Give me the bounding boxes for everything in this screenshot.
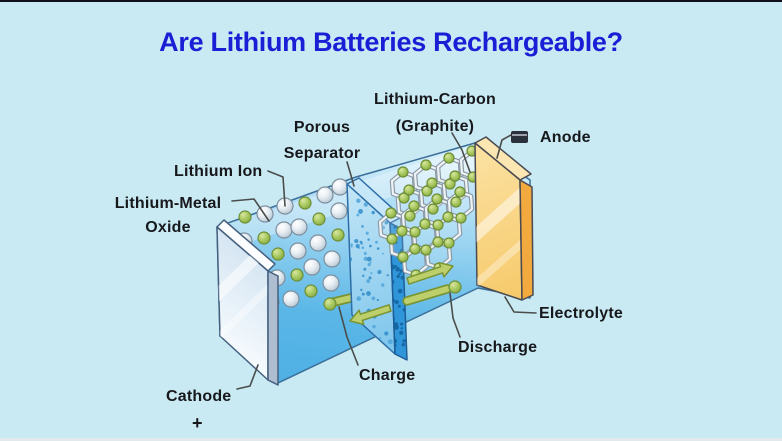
leader-anode xyxy=(496,134,512,159)
label-anode: Anode xyxy=(540,129,591,146)
bottom-border xyxy=(0,438,782,441)
battery-terminal-icon xyxy=(511,131,528,143)
leader-cathode xyxy=(236,364,259,390)
label-porous-separator: Porous Separator xyxy=(270,115,374,167)
label-charge: Charge xyxy=(359,367,416,384)
charge-arrow xyxy=(349,304,392,326)
leader-porous-separator xyxy=(346,161,355,187)
charge-ion-ball xyxy=(323,297,337,311)
label-lmo-line2: Oxide xyxy=(145,219,191,236)
anode-panel xyxy=(474,136,534,301)
label-cathode: Cathode xyxy=(166,388,232,405)
discharge-ion-path xyxy=(402,261,462,306)
label-lithium-metal-oxide: Lithium-Metal Oxide xyxy=(98,192,238,240)
label-discharge: Discharge xyxy=(458,339,538,356)
label-lithium-carbon-line1: Lithium-Carbon xyxy=(374,91,496,108)
discharge-ion-ball xyxy=(448,280,462,294)
label-lithium-ion: Lithium Ion xyxy=(174,163,263,180)
top-border xyxy=(0,0,782,2)
label-porous-line2: Separator xyxy=(283,145,361,162)
leader-discharge xyxy=(449,292,461,338)
label-electrolyte: Electrolyte xyxy=(539,305,624,322)
leader-electrolyte xyxy=(504,296,537,314)
discharge-arrow xyxy=(406,261,454,285)
label-lithium-carbon: Lithium-Carbon (Graphite) xyxy=(360,86,510,140)
cathode-panel xyxy=(216,219,279,386)
label-lithium-carbon-line2: (Graphite) xyxy=(395,118,475,135)
leader-lithium-ion xyxy=(267,170,286,207)
label-lmo-line1: Lithium-Metal xyxy=(114,195,222,212)
page-title: Are Lithium Batteries Rechargeable? xyxy=(159,27,623,57)
leader-lines xyxy=(231,132,537,390)
cathode-side xyxy=(267,270,279,386)
anode-side xyxy=(519,179,534,301)
leader-lithium-carbon xyxy=(451,132,471,173)
label-cathode-polarity: + xyxy=(192,413,203,433)
graphite-lattice xyxy=(377,145,487,281)
leader-lithium-metal-oxide xyxy=(231,198,270,222)
label-porous-line1: Porous xyxy=(293,119,351,136)
leader-charge xyxy=(338,306,359,366)
